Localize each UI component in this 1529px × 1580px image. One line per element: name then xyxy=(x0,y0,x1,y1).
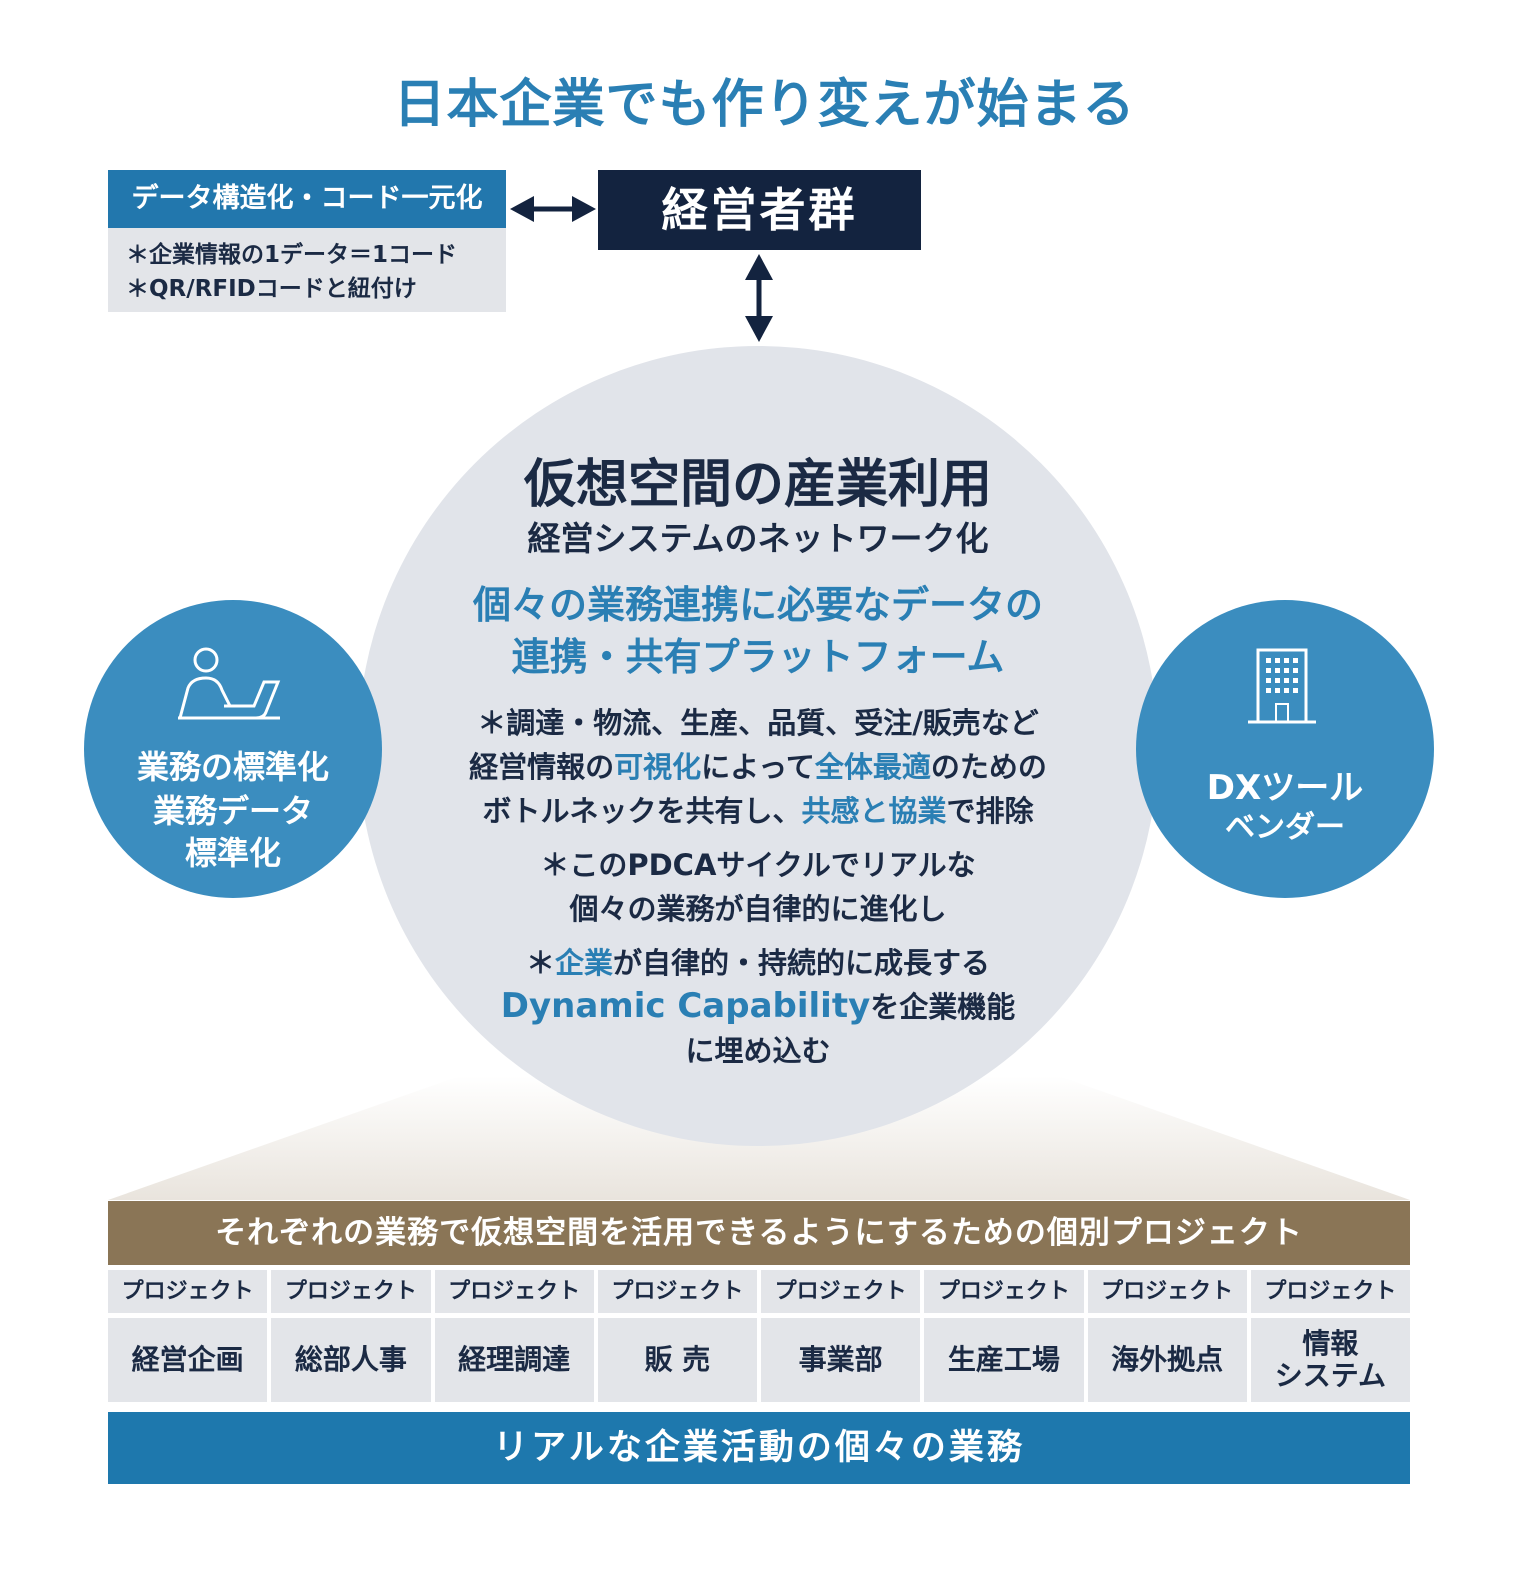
projects-header: それぞれの業務で仮想空間を活用できるようにするための個別プロジェクト xyxy=(108,1201,1410,1265)
right-circle-line: DXツール xyxy=(1206,768,1364,808)
left-circle-line: 業務の標準化 xyxy=(136,748,329,786)
text-segment: ボトルネックを共有し、 xyxy=(482,794,802,828)
left-circle-line: 標準化 xyxy=(184,834,281,872)
project-name: 情報 システム xyxy=(1250,1318,1410,1402)
office-building-icon xyxy=(1248,648,1316,724)
project-label: プロジェクト xyxy=(271,1270,431,1313)
data-code-line: ＊QR/RFIDコードと紐付け xyxy=(126,276,417,302)
arrow-head-down xyxy=(745,316,773,342)
project-name: 海外拠点 xyxy=(1087,1318,1247,1402)
text-segment: を企業機能 xyxy=(870,990,1016,1024)
highlight-total-optimization: 全体最適 xyxy=(814,750,931,784)
point-3-line-3: に埋め込む xyxy=(685,1034,831,1068)
project-label: プロジェクト xyxy=(1250,1270,1410,1313)
data-code-notes: ＊企業情報の1データ＝1コード ＊QR/RFIDコードと紐付け xyxy=(108,228,506,312)
platform-line-2: 連携・共有プラットフォーム xyxy=(511,635,1005,679)
left-circle-line: 業務データ xyxy=(152,792,313,830)
text-segment: が自律的・持続的に成長する xyxy=(613,946,991,980)
page-title: 日本企業でも作り変えが始まる xyxy=(393,75,1136,135)
platform-line-1: 個々の業務連携に必要なデータの xyxy=(472,583,1043,627)
project-label: プロジェクト xyxy=(1087,1270,1247,1313)
center-subtitle: 経営システムのネットワーク化 xyxy=(527,519,989,558)
text-segment: のための xyxy=(930,750,1047,784)
point-1-line-3: ボトルネックを共有し、共感と協業で排除 xyxy=(358,788,1158,830)
point-1-line-1: ＊調達・物流、生産、品質、受注/販売など xyxy=(477,706,1039,740)
project-label: プロジェクト xyxy=(434,1270,594,1313)
point-3-line-2: Dynamic Capabilityを企業機能 xyxy=(358,984,1158,1026)
project-name: 経理調達 xyxy=(434,1318,594,1402)
project-label: プロジェクト xyxy=(108,1270,268,1313)
person-at-laptop-icon xyxy=(178,647,281,720)
right-circle-line: ベンダー xyxy=(1225,810,1345,845)
highlight-empathy-collaboration: 共感と協業 xyxy=(801,794,947,828)
project-name: 生産工場 xyxy=(924,1318,1084,1402)
standardization-circle: 業務の標準化 業務データ 標準化 xyxy=(84,600,382,898)
text-segment: で排除 xyxy=(946,794,1034,828)
project-name: 経営企画 xyxy=(108,1318,268,1402)
text-segment: 経営情報の xyxy=(469,750,615,784)
project-label: プロジェクト xyxy=(924,1270,1084,1313)
point-3-line-1: ＊企業が自律的・持続的に成長する xyxy=(358,940,1158,982)
center-title: 仮想空間の産業利用 xyxy=(523,455,992,515)
data-code-line: ＊企業情報の1データ＝1コード xyxy=(126,242,458,268)
point-1-line-2: 経営情報の可視化によって全体最適のための xyxy=(358,744,1158,786)
project-label: プロジェクト xyxy=(597,1270,757,1313)
data-code-heading: データ構造化・コード一元化 xyxy=(108,170,506,228)
project-name: 事業部 xyxy=(761,1318,921,1402)
text-segment: によって xyxy=(701,750,815,784)
highlight-company: 企業 xyxy=(554,946,613,980)
highlight-dynamic-capability: Dynamic Capability xyxy=(500,986,871,1026)
dx-vendor-circle: DXツール ベンダー xyxy=(1136,600,1434,898)
point-2-line-1: ＊このPDCAサイクルでリアルな xyxy=(540,848,976,882)
text-segment: ＊ xyxy=(525,946,555,980)
point-2-line-2: 個々の業務が自律的に進化し xyxy=(569,892,947,926)
real-operations-bar: リアルな企業活動の個々の業務 xyxy=(108,1412,1410,1484)
arrow-head-up xyxy=(745,254,773,280)
arrow-head-left xyxy=(510,196,534,222)
executives-box: 経営者群 xyxy=(598,170,921,250)
project-name: 総部人事 xyxy=(271,1318,431,1402)
project-label: プロジェクト xyxy=(761,1270,921,1313)
highlight-visualization: 可視化 xyxy=(614,750,702,784)
project-name: 販 売 xyxy=(597,1318,757,1402)
central-circle xyxy=(358,346,1158,1146)
arrow-head-right xyxy=(572,196,596,222)
connector-arrows xyxy=(510,196,773,342)
